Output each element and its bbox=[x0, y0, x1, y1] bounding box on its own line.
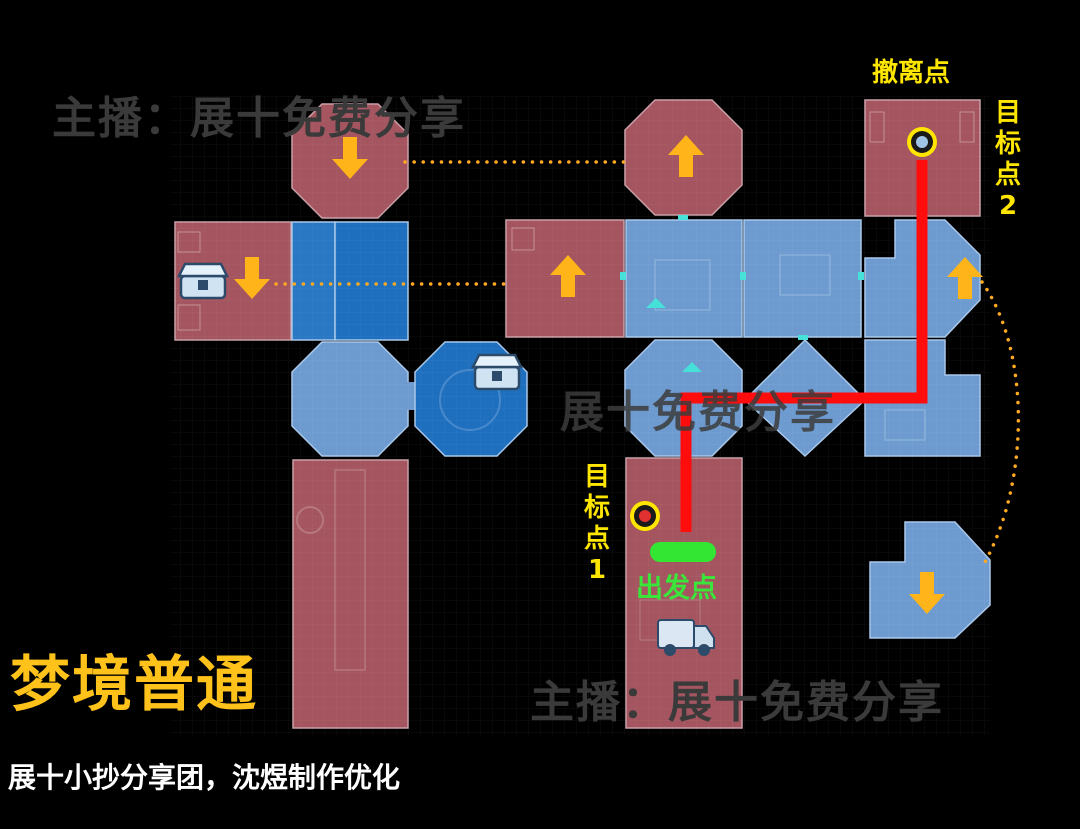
watermark-top: 主播：展十免费分享 bbox=[52, 93, 466, 144]
credit-line: 展十小抄分享团，沈煜制作优化 bbox=[8, 761, 401, 794]
dotted-link-curve bbox=[980, 280, 1021, 564]
objective-1-label: 目标点 1 bbox=[582, 462, 612, 586]
watermark-center: 展十免费分享 bbox=[560, 387, 836, 438]
room-left-long-south bbox=[292, 459, 409, 729]
objective-2-text: 目标点 bbox=[994, 98, 1021, 190]
room-center-blue-b bbox=[743, 219, 862, 338]
extraction-label: 撤离点 bbox=[872, 58, 951, 88]
objective-2-number: 2 bbox=[998, 191, 1018, 221]
start-marker bbox=[650, 542, 716, 562]
room-left-blue-west bbox=[291, 221, 336, 341]
watermark-bottom: 主播：展十免费分享 bbox=[530, 677, 944, 728]
objective-1-text: 目标点 bbox=[583, 462, 610, 554]
chest-icon bbox=[470, 353, 524, 391]
extraction-icon bbox=[907, 127, 937, 157]
room-center-blue-a bbox=[625, 219, 743, 338]
room-left-octagon-mid bbox=[291, 341, 409, 457]
start-label: 出发点 bbox=[636, 573, 717, 604]
objective-1-number: 1 bbox=[587, 555, 607, 585]
room-left-blue-east bbox=[334, 221, 409, 341]
map-title: 梦境普通 bbox=[10, 650, 258, 720]
skull-objective-icon bbox=[630, 501, 660, 531]
truck-spawn-icon bbox=[657, 619, 715, 656]
chest-icon bbox=[176, 262, 230, 300]
route-path bbox=[680, 160, 928, 532]
objective-2-label: 目标点 2 bbox=[993, 98, 1023, 222]
